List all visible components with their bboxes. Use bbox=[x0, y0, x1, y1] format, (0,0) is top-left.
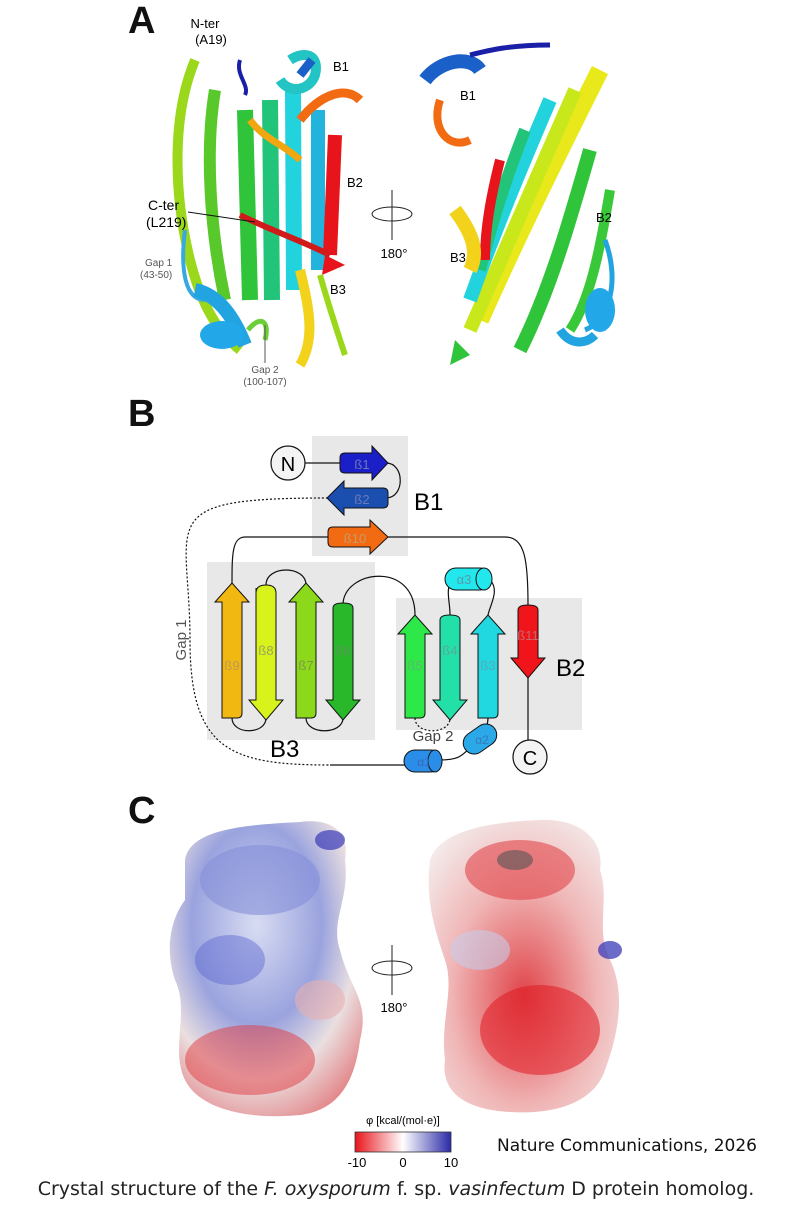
gap1-range-a: (43-50) bbox=[140, 270, 172, 281]
figure-caption: Crystal structure of the F. oxysporum f.… bbox=[37, 1178, 755, 1200]
b2-label-right: B2 bbox=[596, 210, 612, 225]
strand-b2-label: ß2 bbox=[354, 492, 369, 507]
strand-b6 bbox=[324, 602, 362, 721]
helix-a3-label: α3 bbox=[457, 572, 472, 587]
strand-b1 bbox=[339, 444, 389, 482]
source-credit: Nature Communications, 2026 bbox=[497, 1136, 757, 1156]
scale-max: 10 bbox=[444, 1155, 458, 1170]
gap1-label-b: Gap 1 bbox=[173, 620, 190, 661]
helix-a2 bbox=[462, 723, 498, 755]
n-ter-label: N-ter bbox=[191, 16, 221, 31]
strand-b5 bbox=[396, 614, 434, 719]
strand-b3-label: ß3 bbox=[480, 658, 495, 673]
strand-b4-label: ß4 bbox=[442, 643, 457, 658]
strand-b9 bbox=[213, 582, 251, 719]
rotation-symbol-a bbox=[371, 190, 413, 240]
gap2-label-b: Gap 2 bbox=[413, 728, 454, 745]
b2-region-label: B2 bbox=[556, 655, 585, 682]
surface-left bbox=[169, 821, 363, 1117]
c-ter-label: C-ter bbox=[148, 197, 179, 213]
scale-min: -10 bbox=[348, 1155, 367, 1170]
helix-a1 bbox=[403, 749, 443, 773]
rotation-label-c: 180° bbox=[381, 1000, 408, 1015]
strand-b1-label: ß1 bbox=[354, 457, 369, 472]
gap2-range-a: (100-107) bbox=[243, 377, 286, 388]
helix-a3 bbox=[444, 567, 493, 591]
strand-b8 bbox=[247, 584, 285, 721]
strand-b6-label: ß6 bbox=[335, 643, 350, 658]
strand-b11 bbox=[509, 604, 547, 679]
rotation-symbol-c bbox=[371, 945, 413, 995]
strand-b10-label: ß10 bbox=[344, 531, 366, 546]
strand-b9-label: ß9 bbox=[224, 658, 239, 673]
scale-title: φ [kcal/(mol·e)] bbox=[366, 1115, 440, 1127]
strand-b3 bbox=[469, 614, 507, 719]
b2-label-left: B2 bbox=[347, 175, 363, 190]
b3-label-left: B3 bbox=[330, 282, 346, 297]
strand-b7-label: ß7 bbox=[298, 658, 313, 673]
strand-b11-label: ß11 bbox=[517, 628, 538, 643]
panel-c-letter: C bbox=[128, 790, 156, 832]
helix-a2-label: α2 bbox=[475, 733, 489, 747]
n-terminus-circle bbox=[270, 445, 306, 481]
b1-label-left: B1 bbox=[333, 59, 349, 74]
helix-a1-label: α1 bbox=[417, 755, 431, 769]
strand-b5-label: ß5 bbox=[407, 658, 422, 673]
c-ter-pointer bbox=[187, 211, 256, 223]
strand-b10 bbox=[327, 518, 389, 556]
panel-b-letter: B bbox=[128, 393, 156, 435]
b1-label-right: B1 bbox=[460, 88, 476, 103]
n-ter-residue: (A19) bbox=[195, 32, 227, 47]
c-terminus-circle bbox=[512, 739, 548, 775]
esp-color-scale bbox=[354, 1131, 452, 1153]
topology-diagram: N C ß1 ß2 ß10 ß9 ß8 ß7 ß6 ß5 ß4 ß3 ß11 α bbox=[173, 436, 585, 775]
c-ter-residue: (L219) bbox=[146, 214, 186, 230]
panel-a-letter: A bbox=[128, 0, 156, 42]
b3-label-right: B3 bbox=[450, 250, 466, 265]
scale-mid: 0 bbox=[399, 1155, 406, 1170]
n-terminus-label: N bbox=[281, 454, 295, 476]
panel-a-structure-left bbox=[172, 50, 364, 368]
strand-b7 bbox=[287, 582, 325, 719]
strand-b4 bbox=[431, 614, 469, 721]
surface-right bbox=[428, 819, 622, 1113]
b1-region-label: B1 bbox=[414, 489, 443, 516]
b3-region-label: B3 bbox=[270, 736, 299, 763]
rotation-label-a: 180° bbox=[381, 246, 408, 261]
panel-a-structure-right bbox=[419, 42, 615, 365]
strand-b2 bbox=[326, 479, 389, 517]
gap1-label-a: Gap 1 bbox=[145, 258, 173, 269]
gap2-label-a: Gap 2 bbox=[251, 365, 279, 376]
c-terminus-label: C bbox=[523, 748, 537, 770]
strand-b8-label: ß8 bbox=[258, 643, 273, 658]
